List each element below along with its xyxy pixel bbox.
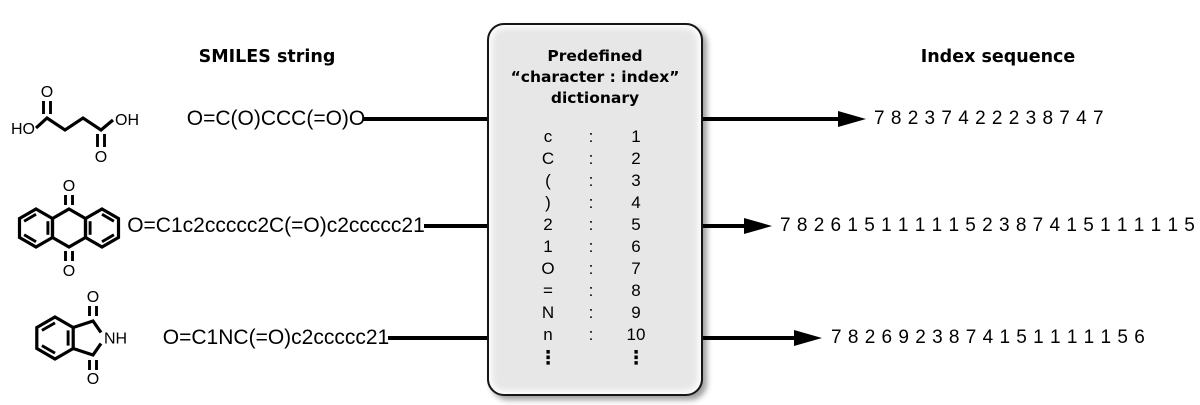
dictionary-entry-row: c : 1	[489, 126, 701, 148]
dictionary-separator: :	[588, 259, 594, 278]
dictionary-entry-row: N : 9	[489, 302, 701, 324]
dictionary-separator: :	[588, 193, 594, 212]
dictionary-title-line-1: Predefined	[547, 47, 643, 65]
atom-label-o-top: O	[63, 178, 75, 195]
atom-label-o-top: O	[87, 289, 99, 306]
arrow-shaft	[701, 336, 797, 340]
dictionary-entry-char: 2	[543, 215, 553, 234]
dictionary-entry-index: 7	[631, 259, 641, 278]
index-column-header: Index sequence	[920, 47, 1076, 67]
arrow-shaft	[701, 117, 841, 121]
succinic-acid-structure-icon: O HO OH O	[11, 84, 139, 165]
arrowhead-icon	[744, 217, 772, 234]
connector-line	[424, 224, 487, 228]
atom-label-oh: OH	[115, 112, 139, 129]
dictionary-entry-index: 4	[631, 193, 641, 212]
smiles-string: O=C(O)CCC(=O)O	[186, 107, 366, 130]
arrowhead-icon	[794, 329, 822, 346]
dictionary-separator: :	[588, 215, 594, 234]
dictionary-entry-index: 9	[631, 303, 641, 322]
dictionary-entry-char: )	[545, 193, 551, 212]
arrow-shaft	[701, 224, 747, 228]
dictionary-separator: :	[588, 171, 594, 190]
dictionary-entry-row: O : 7	[489, 258, 701, 280]
arrowhead-icon	[838, 110, 866, 127]
dictionary-title-line-2: “character : index”	[510, 68, 680, 86]
dictionary-separator: :	[588, 303, 594, 322]
atom-label-o-bottom: O	[95, 149, 107, 165]
dictionary-entry-char: c	[543, 127, 553, 146]
atom-label-o-bottom: O	[63, 263, 75, 280]
dictionary-separator: :	[588, 325, 594, 344]
dictionary-entry-row: = : 8	[489, 280, 701, 302]
atom-label-ho: HO	[11, 121, 35, 138]
connector-line	[388, 336, 487, 340]
dictionary-separator: :	[588, 149, 594, 168]
dictionary-entry-row: n : 10	[489, 324, 701, 346]
dictionary-entry-char: =	[543, 281, 553, 300]
dictionary-entry-index: 1	[631, 127, 641, 146]
dictionary-entry-index: 2	[631, 149, 641, 168]
index-sequence: 7 8 2 3 7 4 2 2 2 3 8 7 4 7	[874, 108, 1105, 129]
index-sequence: 7 8 2 6 1 5 1 1 1 1 1 5 2 3 8 7 4 1 5 1 …	[780, 215, 1200, 236]
dictionary-entry-index: 3	[631, 171, 641, 190]
dictionary-entry-row: ) : 4	[489, 192, 701, 214]
dictionary-entry-char: N	[541, 303, 555, 322]
dictionary-separator: :	[588, 127, 594, 146]
anthraquinone-structure-icon: O O	[17, 178, 121, 280]
dictionary-entry-row: ( : 3	[489, 170, 701, 192]
dictionary-entry-row: C : 2	[489, 148, 701, 170]
dictionary-entry-row: 2 : 5	[489, 214, 701, 236]
dictionary-entry-index: 10	[626, 325, 646, 344]
phthalimide-structure-icon: O NH O	[35, 289, 127, 388]
index-sequence: 7 8 2 6 9 2 3 8 7 4 1 5 1 1 1 1 1 5 6	[831, 327, 1146, 348]
dictionary-entry-char: n	[543, 325, 553, 344]
dictionary-entry-char: (	[545, 171, 551, 190]
dictionary-entry-char: C	[541, 149, 555, 168]
atom-label-o-bottom: O	[87, 371, 99, 388]
atom-label-nh: NH	[104, 331, 127, 348]
smiles-column-header: SMILES string	[198, 47, 336, 67]
connector-line	[363, 117, 487, 121]
dictionary-entry-index: 5	[631, 215, 641, 234]
dictionary-ellipsis-row: ⋮ ⋮	[489, 346, 701, 376]
dictionary-entry-char: 1	[543, 237, 553, 256]
dictionary-entry-index: 8	[631, 281, 641, 300]
dictionary-ellipsis: ⋮	[626, 348, 646, 369]
dictionary-title-line-3: dictionary	[550, 89, 640, 107]
dictionary-ellipsis: ⋮	[538, 348, 558, 369]
dictionary-separator: :	[588, 237, 594, 256]
atom-label-o-top: O	[41, 84, 53, 101]
dictionary-entry-char: O	[541, 259, 555, 278]
dictionary-title: Predefined “character : index” dictionar…	[489, 25, 701, 109]
smiles-string: O=C1NC(=O)c2ccccc21	[162, 326, 390, 349]
dictionary-entry-row: 1 : 6	[489, 236, 701, 258]
dictionary-entry-index: 6	[631, 237, 641, 256]
dictionary-separator: :	[588, 281, 594, 300]
dictionary-table: c : 1 C : 2 ( : 3 ) : 4 2 : 5	[489, 126, 701, 376]
dictionary-box: Predefined “character : index” dictionar…	[487, 23, 703, 396]
smiles-string: O=C1c2ccccc2C(=O)c2ccccc21	[127, 214, 425, 237]
